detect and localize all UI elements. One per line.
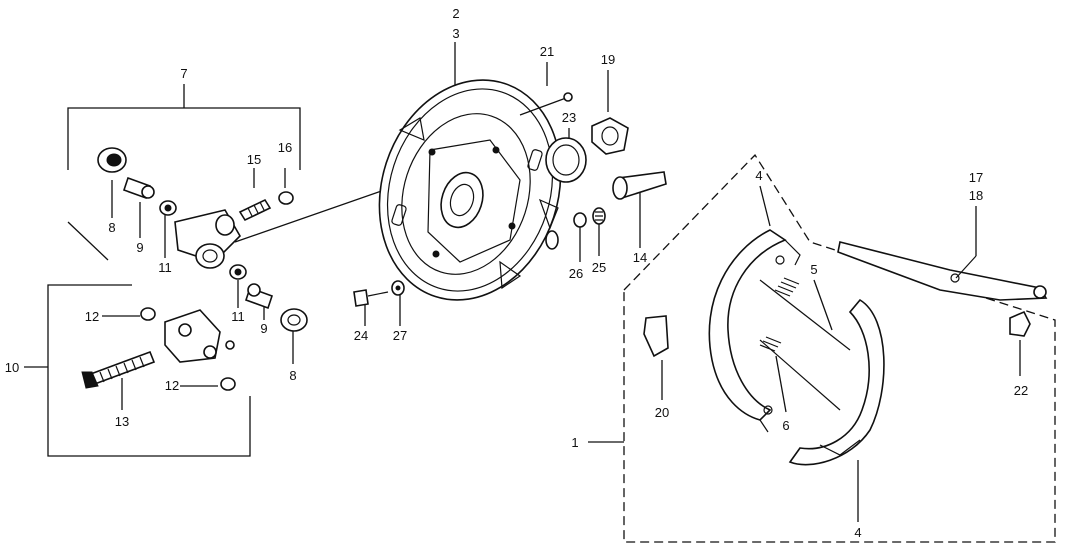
callout-11-upper: 11 [158,260,172,275]
wheel-cylinder-group [97,147,308,332]
callout-9-upper: 9 [136,240,143,255]
callout-14: 14 [633,250,647,265]
callout-15: 15 [247,152,261,167]
bracket-1-dashed [588,153,1056,543]
callout-3: 3 [452,26,459,41]
bracket-10 [24,284,251,457]
callout-25: 25 [592,260,606,275]
callout-18: 18 [969,188,983,203]
callout-26: 26 [569,266,583,281]
callout-5: 5 [810,262,817,277]
callout-27: 27 [393,328,407,343]
callout-12-lower: 12 [165,378,179,393]
callout-21: 21 [540,44,554,59]
callout-2: 2 [452,6,459,21]
callout-11-lower: 11 [231,309,245,324]
callout-23: 23 [562,110,576,125]
callout-6: 6 [782,418,789,433]
callout-19: 19 [601,52,615,67]
callout-9-lower: 9 [260,321,267,336]
callout-24: 24 [354,328,368,343]
backing-plate [378,79,562,301]
leader-lines [102,42,1021,522]
callout-1: 1 [571,435,578,450]
callout-10: 10 [5,360,19,375]
callout-16: 16 [278,140,292,155]
bracket-7 [67,84,301,261]
callout-20: 20 [655,405,669,420]
brake-shoe-assembly [643,229,1048,466]
callout-labels: 2 3 7 8 9 11 15 16 11 9 8 10 12 12 13 21… [5,6,1028,540]
callout-4-upper: 4 [755,168,762,183]
callout-7: 7 [180,66,187,81]
callout-8-upper: 8 [108,220,115,235]
callout-8-lower: 8 [289,368,296,383]
adjuster-group [81,307,236,391]
callout-17: 17 [969,170,983,185]
callout-12-upper: 12 [85,309,99,324]
fasteners [353,92,667,307]
callout-4-lower: 4 [854,525,861,540]
callout-13: 13 [115,414,129,429]
callout-22: 22 [1014,383,1028,398]
